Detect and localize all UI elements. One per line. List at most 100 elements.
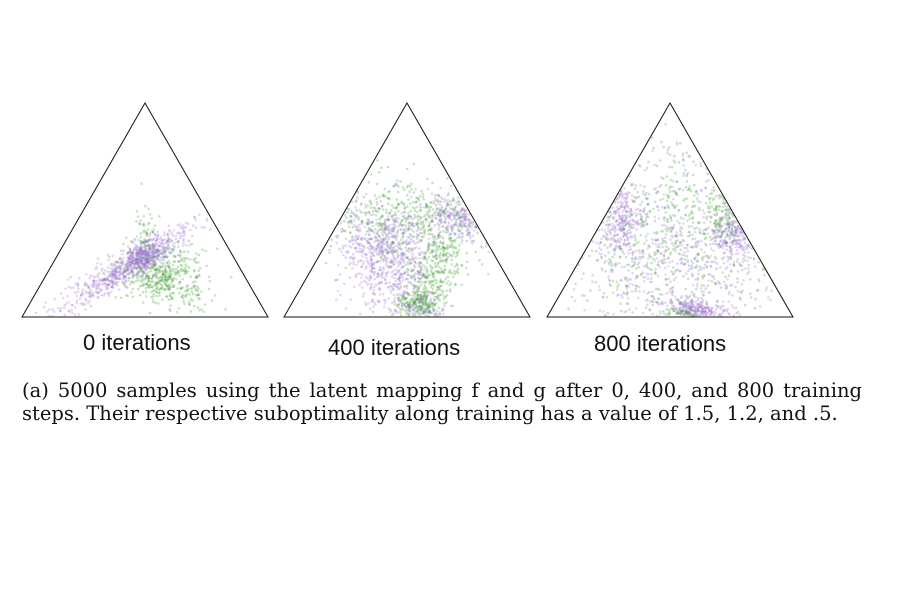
sample-point <box>747 270 751 274</box>
sample-point <box>143 242 146 246</box>
sample-point <box>106 277 110 280</box>
sample-point <box>442 255 445 258</box>
sample-point <box>453 246 457 249</box>
sample-point <box>139 235 143 239</box>
sample-point <box>160 287 163 290</box>
sample-point <box>389 248 392 251</box>
sample-point <box>67 309 70 312</box>
sample-point <box>141 252 144 255</box>
sample-point <box>406 304 410 307</box>
sample-point <box>116 270 119 274</box>
sample-point <box>427 310 431 314</box>
sample-point <box>422 291 425 295</box>
sample-point <box>143 253 146 256</box>
sample-point <box>616 208 619 211</box>
sample-point <box>687 214 691 217</box>
sample-point <box>379 200 382 203</box>
sample-point <box>411 298 415 301</box>
sample-point <box>397 260 401 263</box>
sample-point <box>452 239 455 242</box>
sample-point <box>402 272 405 275</box>
sample-point <box>383 305 386 309</box>
sample-point <box>122 249 125 252</box>
sample-point <box>378 228 382 231</box>
sample-point <box>92 285 95 289</box>
sample-point <box>396 270 400 274</box>
sample-point <box>445 282 449 285</box>
sample-point <box>613 238 616 242</box>
sample-point <box>664 184 668 187</box>
sample-point <box>391 251 395 255</box>
sample-point <box>719 235 723 239</box>
sample-point <box>191 224 195 227</box>
sample-point <box>123 282 126 286</box>
green-sample-cluster <box>567 123 765 317</box>
sample-point <box>634 242 638 245</box>
sample-point <box>407 302 411 306</box>
sample-point <box>685 180 689 183</box>
sample-point <box>456 209 460 213</box>
sample-point <box>158 291 161 294</box>
sample-point <box>128 263 131 267</box>
sample-point <box>690 245 694 249</box>
sample-point <box>649 268 652 271</box>
sample-point <box>406 198 410 201</box>
sample-point <box>135 254 139 257</box>
sample-point <box>475 226 478 229</box>
sample-point <box>621 296 624 299</box>
sample-point <box>342 253 345 257</box>
sample-point <box>356 237 359 241</box>
sample-point <box>388 197 391 201</box>
sample-point <box>429 281 432 284</box>
sample-point <box>87 286 91 290</box>
sample-point <box>362 292 366 295</box>
sample-point <box>139 246 143 249</box>
sample-point <box>637 195 641 199</box>
sample-point <box>357 234 361 238</box>
sample-point <box>603 244 607 247</box>
sample-point <box>745 247 749 251</box>
sample-point <box>727 207 731 210</box>
sample-point <box>692 294 696 297</box>
sample-point <box>442 211 445 215</box>
sample-point <box>635 257 639 261</box>
sample-point <box>612 217 616 221</box>
sample-point <box>424 294 427 297</box>
sample-point <box>162 272 165 276</box>
sample-point <box>434 249 437 252</box>
sample-point <box>111 277 114 281</box>
sample-point <box>430 290 434 294</box>
sample-point <box>720 234 724 237</box>
sample-point <box>406 301 409 305</box>
sample-point <box>159 235 162 239</box>
sample-point <box>378 234 381 238</box>
sample-point <box>696 276 700 280</box>
sample-point <box>366 218 370 221</box>
sample-point <box>666 226 669 229</box>
sample-point <box>143 261 146 264</box>
sample-point <box>717 221 720 225</box>
sample-point <box>732 264 736 267</box>
sample-point <box>356 225 359 229</box>
sample-point <box>747 244 751 248</box>
sample-point <box>398 299 401 303</box>
sample-point <box>706 284 710 288</box>
sample-point <box>400 293 403 297</box>
sample-point <box>403 291 407 295</box>
sample-point <box>739 247 743 250</box>
sample-point <box>381 224 384 228</box>
sample-point <box>613 224 617 228</box>
sample-point <box>444 277 447 280</box>
sample-point <box>431 302 434 305</box>
sample-point <box>393 235 396 239</box>
sample-point <box>734 220 737 223</box>
sample-point <box>388 246 392 249</box>
sample-point <box>171 291 175 295</box>
sample-point <box>669 298 672 301</box>
sample-point <box>699 231 702 235</box>
sample-point <box>726 221 730 224</box>
sample-point <box>626 279 629 282</box>
sample-point <box>401 219 404 222</box>
sample-point <box>190 234 194 238</box>
sample-point <box>628 222 631 226</box>
